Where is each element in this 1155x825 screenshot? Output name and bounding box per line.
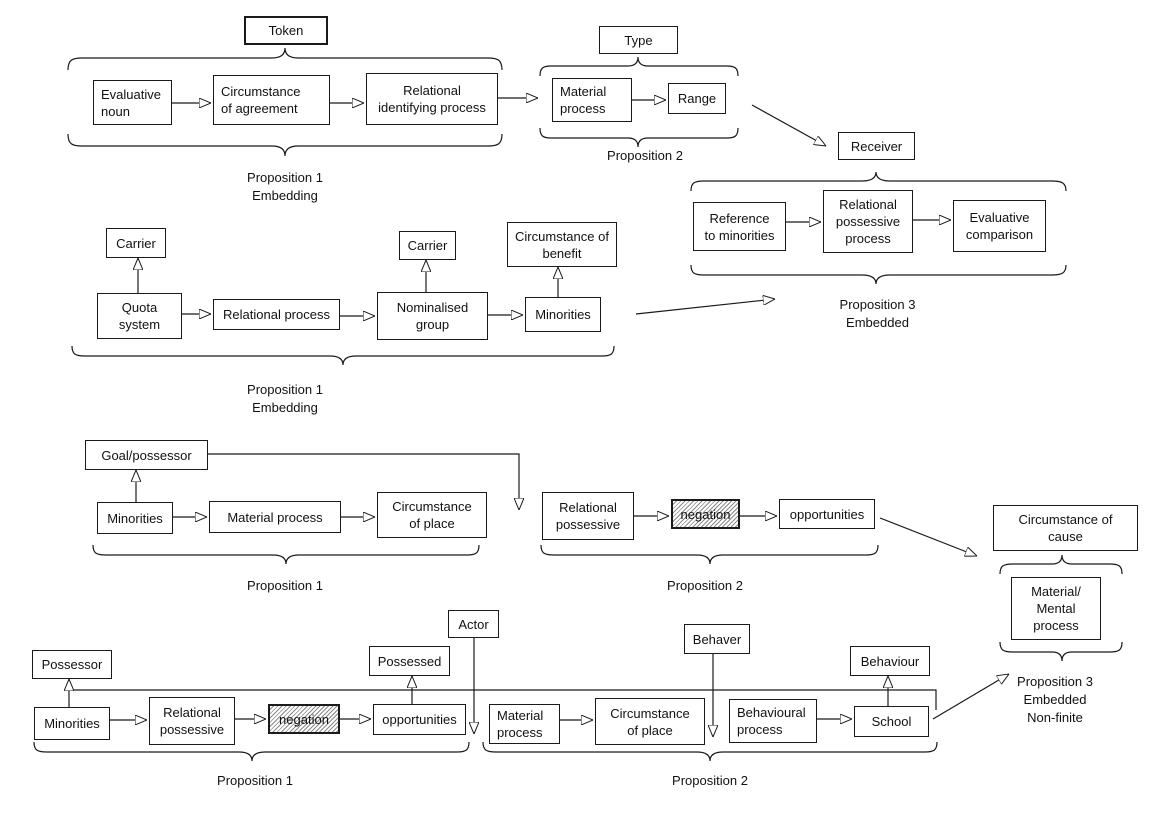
proposition-1-embedding-label: Proposition 1 Embedding bbox=[247, 382, 323, 415]
opportunities-box: opportunities bbox=[373, 704, 466, 735]
brace-top bbox=[539, 56, 739, 77]
proposition-2-label: Proposition 2 bbox=[667, 578, 743, 593]
possessor-box: Possessor bbox=[32, 650, 112, 679]
possessed-box: Possessed bbox=[369, 646, 450, 676]
evaluative-noun-box: Evaluative noun bbox=[93, 80, 172, 125]
receiver-box: Receiver bbox=[838, 132, 915, 160]
evaluative-comparison-box: Evaluative comparison bbox=[953, 200, 1046, 252]
arrow bbox=[208, 453, 519, 510]
negation-box: negation bbox=[268, 704, 340, 734]
proposition-3-embedded-non-finite-label: Proposition 3 Embedded Non-finite bbox=[1017, 674, 1093, 725]
proposition-2-label: Proposition 2 bbox=[672, 773, 748, 788]
material-process-box: Material process bbox=[552, 78, 632, 122]
material-process-box: Material process bbox=[209, 501, 341, 533]
relational-possessive-process-box: Relational possessive process bbox=[823, 190, 913, 253]
school-box: School bbox=[854, 706, 929, 737]
possessor-link bbox=[68, 689, 937, 710]
brace-bottom bbox=[482, 741, 938, 762]
brace-bottom bbox=[539, 127, 739, 148]
brace-bottom bbox=[33, 741, 470, 762]
circumstance-of-place-box: Circumstance of place bbox=[377, 492, 487, 538]
minorities-box: Minorities bbox=[525, 297, 601, 332]
quota-system-box: Quota system bbox=[97, 293, 182, 339]
negation-box: negation bbox=[671, 499, 740, 529]
brace-top bbox=[690, 171, 1067, 192]
proposition-1-embedding-label: Proposition 1 Embedding bbox=[247, 170, 323, 203]
goal-possessor-box: Goal/possessor bbox=[85, 440, 208, 470]
proposition-1-label: Proposition 1 bbox=[247, 578, 323, 593]
token-box: Token bbox=[244, 16, 328, 45]
reference-to-minorities-box: Reference to minorities bbox=[693, 202, 786, 251]
material-mental-process-box: Material/ Mental process bbox=[1011, 577, 1101, 640]
arrow bbox=[635, 299, 775, 315]
opportunities-box: opportunities bbox=[779, 499, 875, 529]
brace-bottom bbox=[92, 544, 480, 565]
behaver-box: Behaver bbox=[684, 624, 750, 654]
nominalised-group-box: Nominalised group bbox=[377, 292, 488, 340]
minorities-box: Minorities bbox=[34, 707, 110, 740]
proposition-2-label: Proposition 2 bbox=[607, 148, 683, 163]
actor-box: Actor bbox=[448, 610, 499, 638]
circumstance-of-benefit-box: Circumstance of benefit bbox=[507, 222, 617, 267]
relational-possessive-box: Relational possessive bbox=[149, 697, 235, 745]
brace-bottom bbox=[999, 641, 1123, 662]
brace-bottom bbox=[540, 544, 879, 565]
brace-bottom bbox=[71, 345, 615, 366]
type-box: Type bbox=[599, 26, 678, 54]
brace-bottom bbox=[67, 133, 503, 157]
proposition-1-label: Proposition 1 bbox=[217, 773, 293, 788]
carrier-box: Carrier bbox=[106, 228, 166, 258]
arrow bbox=[879, 517, 977, 556]
brace-top bbox=[999, 554, 1123, 575]
range-box: Range bbox=[668, 83, 726, 114]
circumstance-of-cause-box: Circumstance of cause bbox=[993, 505, 1138, 551]
brace-bottom bbox=[690, 264, 1067, 285]
relational-identifying-process-box: Relational identifying process bbox=[366, 73, 498, 125]
material-process-box: Material process bbox=[489, 704, 560, 744]
arrow bbox=[932, 674, 1009, 720]
brace-top bbox=[67, 47, 503, 71]
circumstance-of-agreement-box: Circumstance of agreement bbox=[213, 75, 330, 125]
behavioural-process-box: Behavioural process bbox=[729, 699, 817, 743]
circumstance-of-place-box: Circumstance of place bbox=[595, 698, 705, 745]
relational-process-box: Relational process bbox=[213, 299, 340, 330]
carrier-box: Carrier bbox=[399, 231, 456, 260]
minorities-box: Minorities bbox=[97, 502, 173, 534]
relational-possessive-box: Relational possessive bbox=[542, 492, 634, 540]
arrow bbox=[751, 104, 826, 146]
proposition-3-embedded-label: Proposition 3 Embedded bbox=[839, 297, 916, 330]
behaviour-box: Behaviour bbox=[850, 646, 930, 676]
